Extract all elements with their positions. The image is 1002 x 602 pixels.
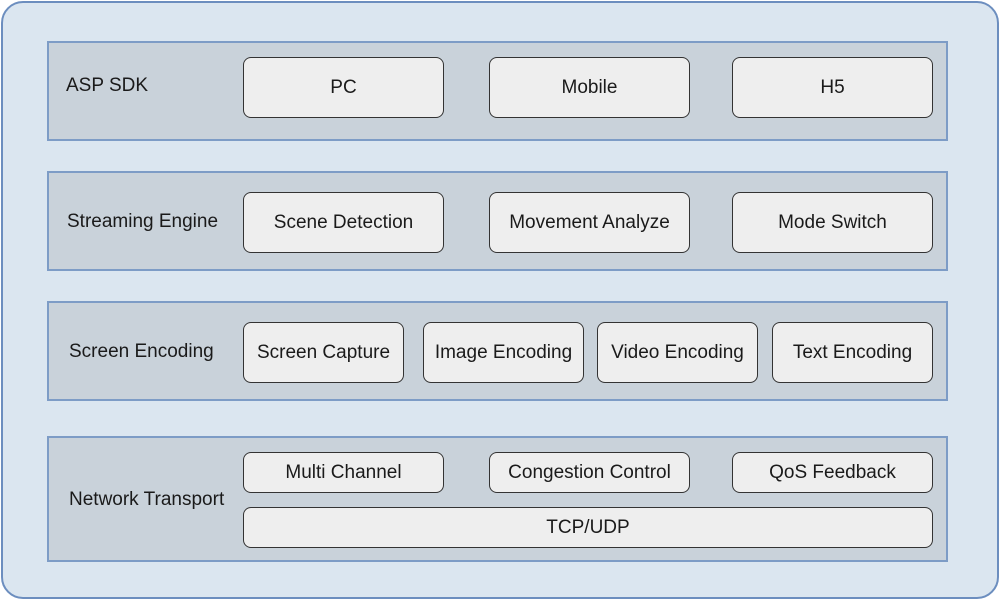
component-movement-analyze: Movement Analyze <box>489 192 690 253</box>
layer-network-transport: Network Transport Multi Channel Congesti… <box>47 436 948 562</box>
component-text-encoding: Text Encoding <box>772 322 933 383</box>
component-video-encoding: Video Encoding <box>597 322 758 383</box>
component-scene-detection: Scene Detection <box>243 192 444 253</box>
component-tcp-udp: TCP/UDP <box>243 507 933 548</box>
layer-label-streaming-engine: Streaming Engine <box>67 211 219 232</box>
component-image-encoding: Image Encoding <box>423 322 584 383</box>
component-multi-channel: Multi Channel <box>243 452 444 493</box>
component-pc: PC <box>243 57 444 118</box>
component-mobile: Mobile <box>489 57 690 118</box>
component-mode-switch: Mode Switch <box>732 192 933 253</box>
layer-streaming-engine: Streaming Engine Scene Detection Movemen… <box>47 171 948 271</box>
layer-label-asp-sdk: ASP SDK <box>66 75 149 96</box>
layer-label-screen-encoding: Screen Encoding <box>69 341 214 362</box>
component-qos-feedback: QoS Feedback <box>732 452 933 493</box>
component-congestion-control: Congestion Control <box>489 452 690 493</box>
component-h5: H5 <box>732 57 933 118</box>
layer-asp-sdk: ASP SDK PC Mobile H5 <box>47 41 948 141</box>
component-screen-capture: Screen Capture <box>243 322 404 383</box>
layer-screen-encoding: Screen Encoding Screen Capture Image Enc… <box>47 301 948 401</box>
layer-label-network-transport: Network Transport <box>69 489 225 510</box>
